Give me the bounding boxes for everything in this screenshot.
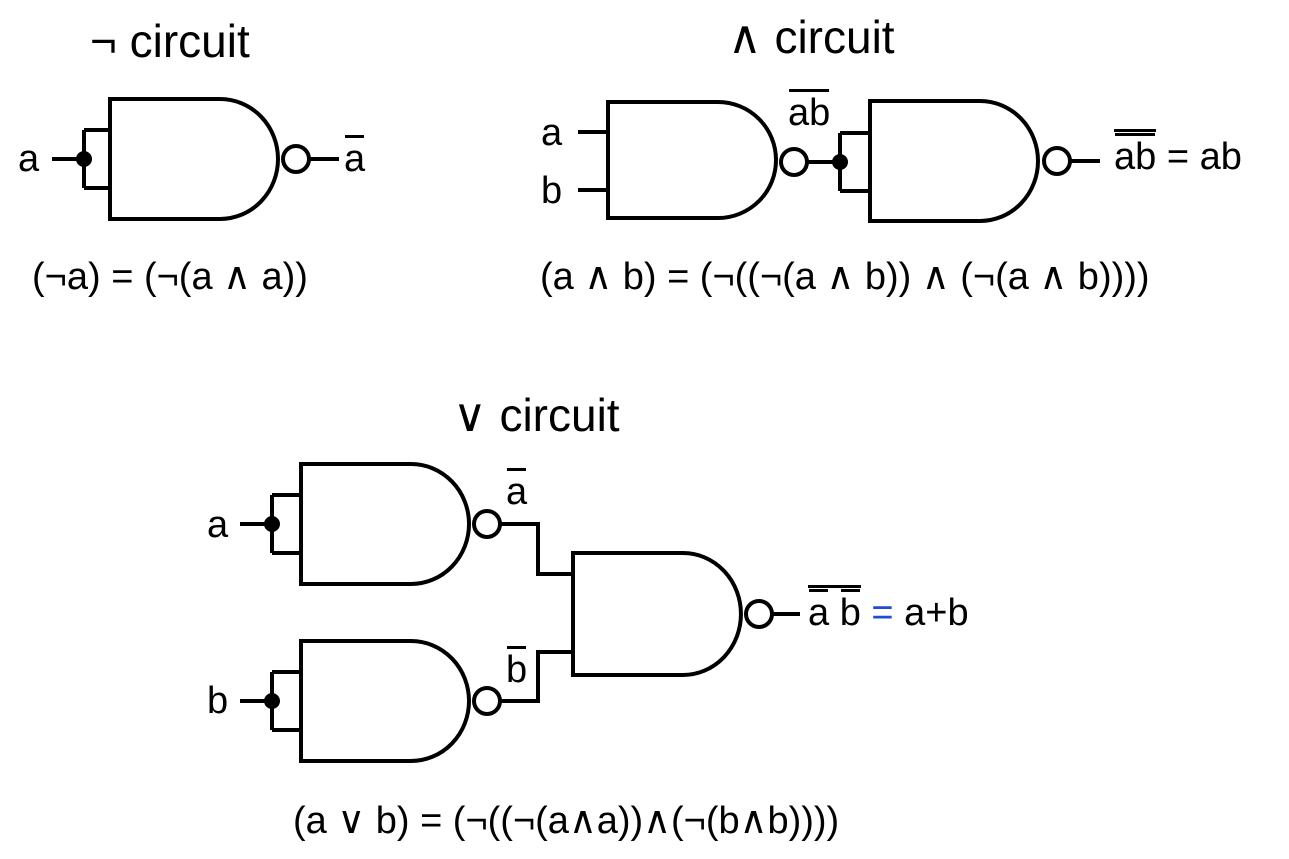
not-output-bubble [281,144,311,174]
or-junction-dot-a [264,516,280,532]
or-junction-dot-b [264,693,280,709]
or-input-a-wires [240,493,301,555]
and-input-b-label: b [541,170,563,212]
and-gate1-bubble [779,147,809,177]
or-output-overbar-b: b [839,589,861,634]
not-input-label: a [18,138,40,180]
and-output-equals: = ab [1156,136,1242,178]
or-mid-a-label: a [506,468,528,513]
and-mid-label: ab [788,89,831,134]
and-output-double-bar: ab [1114,129,1157,178]
or-mid-b-label: b [506,646,528,691]
not-output-label: a [344,135,366,180]
or-nand-gate-out [571,551,743,677]
and-input-wires [578,130,608,192]
not-output-overbar-a: a [344,135,366,180]
and-output-overbar: ab [1114,133,1157,178]
or-output-overbar-a: a [808,589,830,634]
or-connect-wires [500,522,800,703]
and-mid-overbar: ab [788,89,831,134]
or-input-b-wires [240,670,301,732]
or-formula: (a ∨ b) = (¬((¬(a∧a))∧(¬(b∧b)))) [293,800,840,842]
and-input-a-label: a [541,112,563,154]
not-circuit-title: ¬ circuit [90,15,250,67]
and-nand-gate-1 [606,100,778,220]
or-gate-a-bubble [472,509,502,539]
or-output-equals: = [871,592,894,634]
or-input-b-label: b [207,680,229,722]
or-nand-gate-a [299,462,471,586]
or-gate-b-bubble [472,686,502,716]
and-formula: (a ∧ b) = (¬((¬(a ∧ b)) ∧ (¬(a ∧ b)))) [540,256,1150,298]
not-input-wire [52,128,339,190]
not-junction-dot [76,151,92,167]
or-output-label: a b = a+b [808,585,969,634]
or-gate-out-bubble [744,599,774,629]
and-gate2-bubble [1042,146,1072,176]
or-output-rhs: a+b [904,592,969,634]
and-output-label: ab = ab [1114,129,1242,178]
or-input-a-label: a [207,504,229,546]
and-link-wires [807,131,1100,193]
not-formula: (¬a) = (¬(a ∧ a)) [32,256,308,298]
and-nand-gate-2 [868,99,1040,223]
or-mid-a-overbar: a [506,468,528,513]
not-nand-gate [108,97,280,221]
or-nand-gate-b [299,639,471,763]
or-mid-b-overbar: b [506,646,528,691]
and-junction-dot [832,154,848,170]
and-circuit-title: ∧ circuit [728,11,895,63]
or-circuit-title: ∨ circuit [453,389,620,441]
or-output-double-bar: a b [808,585,861,634]
